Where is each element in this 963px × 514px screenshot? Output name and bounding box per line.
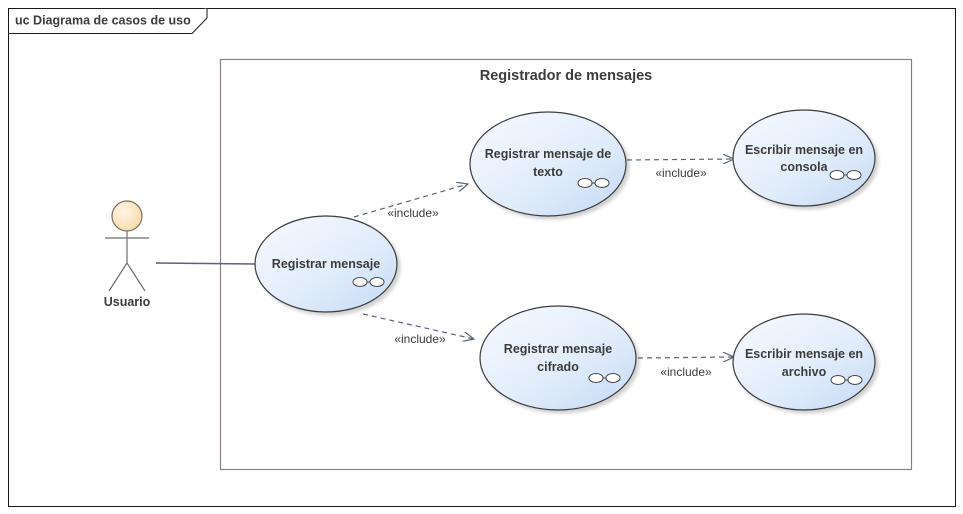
frame-label: uc Diagrama de casos de uso xyxy=(15,14,191,28)
use-case-label-line1: Registrar mensaje xyxy=(504,342,612,356)
include-label: «include» xyxy=(394,332,446,346)
collaboration-icon xyxy=(830,375,863,385)
use-case-registrar-mensaje-texto[interactable]: Registrar mensaje de texto xyxy=(469,111,627,217)
actor-label: Usuario xyxy=(104,295,151,309)
include-arrow-archivo xyxy=(637,357,734,358)
include-label: «include» xyxy=(655,166,707,180)
include-label: «include» xyxy=(660,365,712,379)
use-case-registrar-mensaje[interactable]: Registrar mensaje xyxy=(254,215,398,313)
use-case-registrar-mensaje-cifrado[interactable]: Registrar mensaje cifrado xyxy=(479,305,637,411)
use-case-escribir-archivo[interactable]: Escribir mensaje en archivo xyxy=(732,313,876,411)
use-case-label-line2: cifrado xyxy=(537,360,579,374)
actor-left-leg xyxy=(108,262,128,292)
collaboration-icon xyxy=(577,178,610,188)
use-case-label-line1: Escribir mensaje en xyxy=(745,347,863,361)
use-case-escribir-consola[interactable]: Escribir mensaje en consola xyxy=(732,109,876,207)
include-arrow-cifrado xyxy=(362,313,474,339)
use-case-label-line2: texto xyxy=(533,165,563,179)
connectors xyxy=(155,159,734,358)
collaboration-icon xyxy=(588,373,621,383)
include-label: «include» xyxy=(387,206,439,220)
use-case-label-line1: Escribir mensaje en xyxy=(745,143,863,157)
collaboration-icon xyxy=(829,170,862,180)
use-case-label-line2: archivo xyxy=(782,365,827,379)
use-case-label-line1: Registrar mensaje de xyxy=(485,147,611,161)
actor-head xyxy=(111,200,143,232)
use-case-label: Registrar mensaje xyxy=(272,257,380,271)
include-arrow-texto xyxy=(353,184,468,218)
frame-tab xyxy=(8,8,208,34)
association-line xyxy=(155,262,257,265)
system-title: Registrador de mensajes xyxy=(480,68,652,84)
actor-usuario[interactable] xyxy=(105,200,149,292)
actor-right-leg xyxy=(126,262,146,292)
use-case-label-line2: consola xyxy=(780,160,828,174)
collaboration-icon xyxy=(352,277,385,287)
